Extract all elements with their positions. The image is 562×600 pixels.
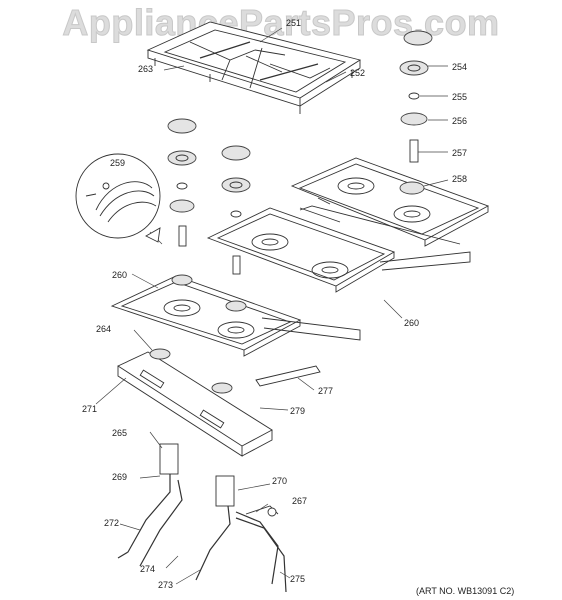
callout-257: 257 [452, 148, 467, 158]
callout-273: 273 [158, 580, 173, 590]
grate [146, 21, 362, 114]
left-burner-stack [167, 118, 251, 275]
callout-255: 255 [452, 92, 467, 102]
art-number: (ART NO. WB13091 C2) [416, 586, 514, 596]
callout-265: 265 [112, 428, 127, 438]
callout-252: 252 [350, 68, 365, 78]
callout-259: 259 [110, 158, 125, 168]
callout-256: 256 [452, 116, 467, 126]
callout-260-right: 260 [404, 318, 419, 328]
detail-view-259 [75, 153, 163, 245]
gas-valves-and-tubes [117, 443, 287, 593]
right-burner-tray [290, 157, 490, 247]
callout-272: 272 [104, 518, 119, 528]
callout-277: 277 [318, 386, 333, 396]
callout-260-left: 260 [112, 270, 127, 280]
callout-274: 274 [140, 564, 155, 574]
callout-251: 251 [286, 18, 301, 28]
callout-269: 269 [112, 472, 127, 482]
callout-258: 258 [452, 174, 467, 184]
callout-labels: 251 252 254 255 256 257 258 259 260 260 … [82, 18, 514, 596]
callout-279: 279 [290, 406, 305, 416]
control-bracket [117, 348, 321, 457]
callout-270: 270 [272, 476, 287, 486]
callout-263: 263 [138, 64, 153, 74]
callout-254: 254 [452, 62, 467, 72]
right-burner-stack [399, 30, 433, 163]
callout-275: 275 [290, 574, 305, 584]
leader-lines [95, 27, 449, 585]
left-tray [110, 274, 361, 357]
callout-271: 271 [82, 404, 97, 414]
middle-tray [206, 205, 471, 293]
callout-264: 264 [96, 324, 111, 334]
callout-267: 267 [292, 496, 307, 506]
